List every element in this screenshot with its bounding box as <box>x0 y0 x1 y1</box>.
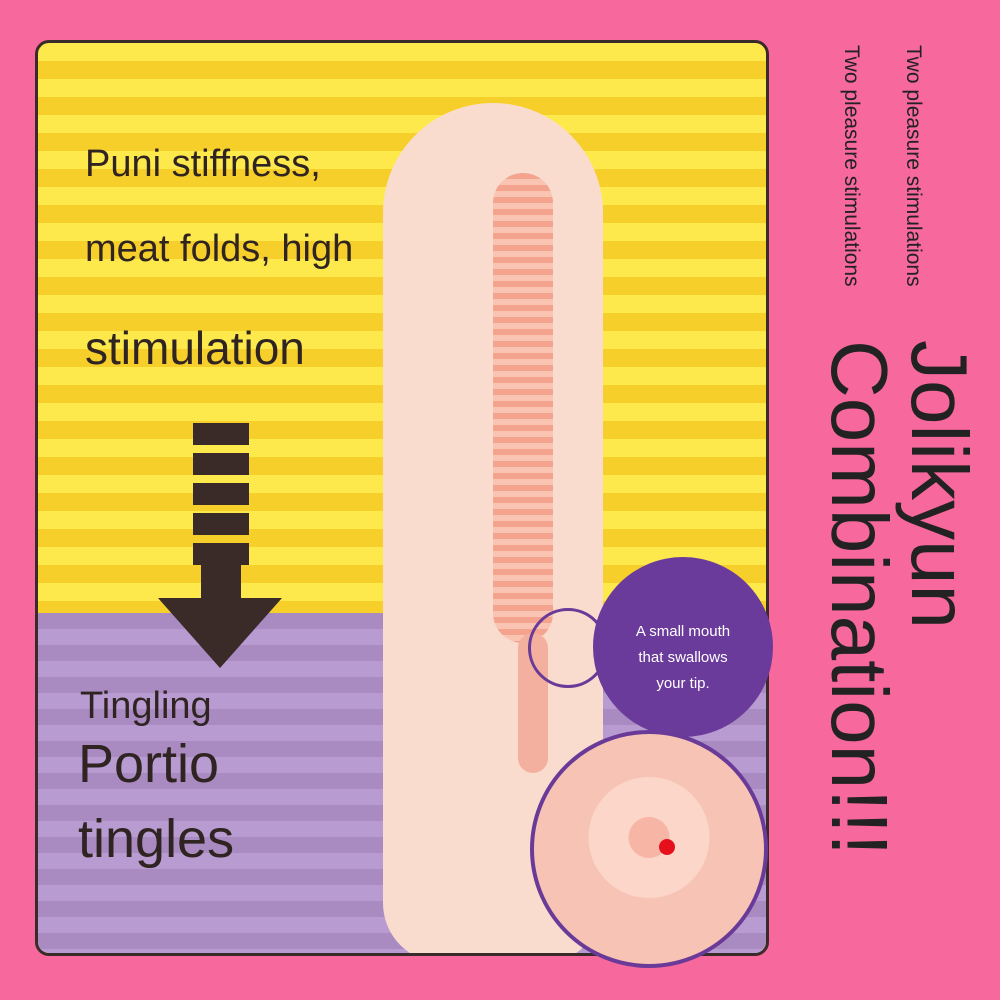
bubble-line-2: that swallows <box>638 649 728 666</box>
detail-zoom-circle <box>530 730 768 968</box>
marker-dot <box>659 839 675 855</box>
upper-text-3: stimulation <box>85 322 305 374</box>
lower-text-3: tingles <box>78 809 235 869</box>
side-subtitle-2: Two pleasure stimulations <box>840 45 863 287</box>
lower-text-1: Tingling <box>80 685 212 727</box>
side-title-2: Combination!!! <box>815 340 904 856</box>
bubble-line-1: A small mouth <box>635 623 731 640</box>
side-title-1: Jolikyun <box>895 340 984 630</box>
upper-text-2: meat folds, high <box>85 228 354 270</box>
bubble-line-3: your tip. <box>656 675 710 692</box>
lower-text-2: Portio <box>78 734 220 794</box>
side-subtitle-1: Two pleasure stimulations <box>902 45 925 287</box>
callout-bubble: A small mouth that swallows your tip. <box>593 557 773 737</box>
product-inner-texture <box>493 173 553 643</box>
upper-text-1: Puni stiffness, <box>85 143 321 185</box>
